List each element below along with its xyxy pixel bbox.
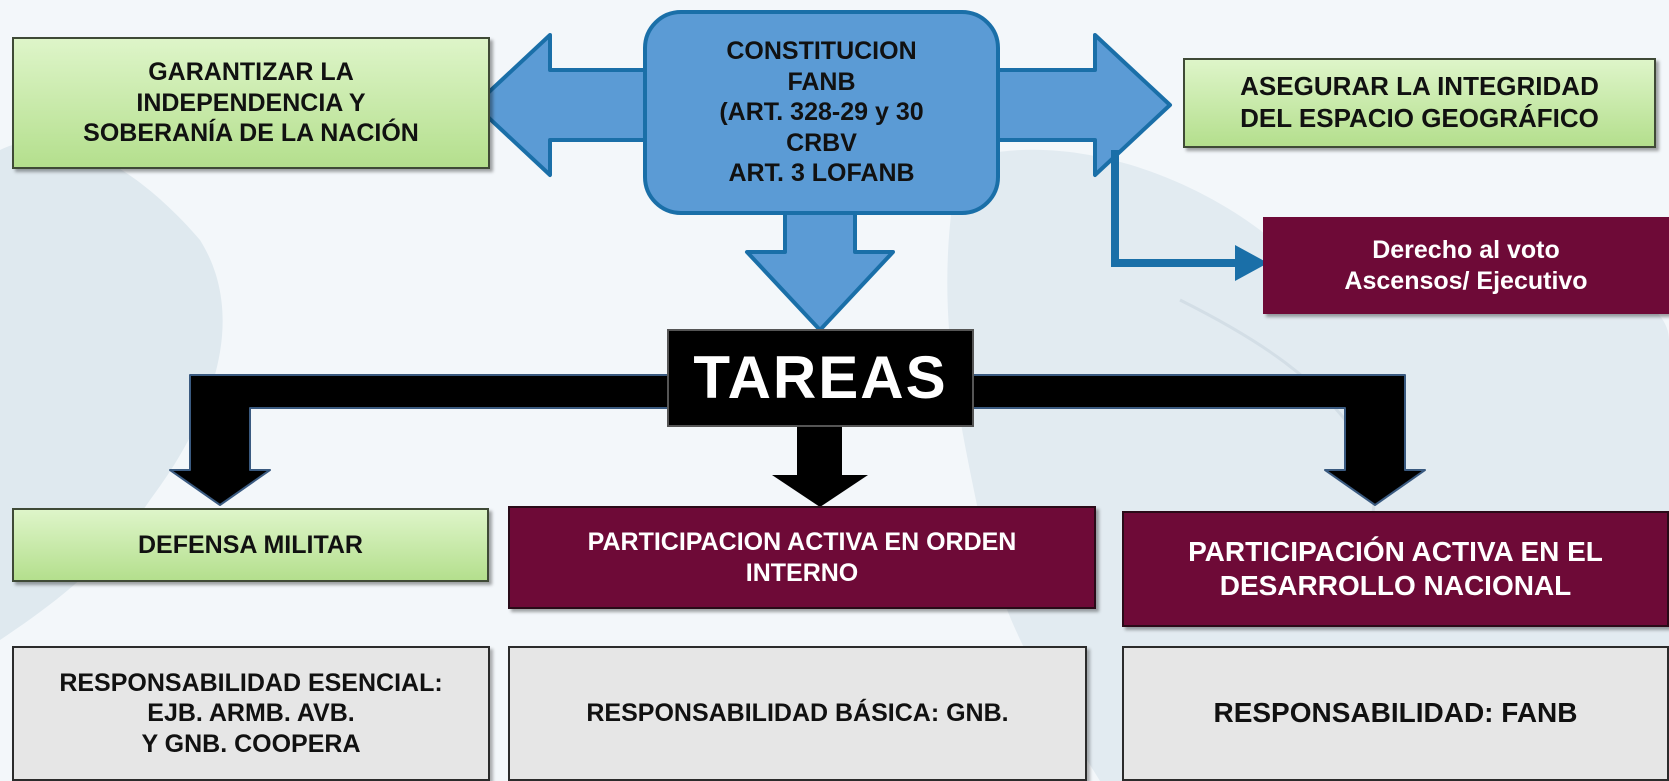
arrow-down-icon xyxy=(745,208,895,332)
arrow-left-icon xyxy=(473,33,647,177)
rights-box: Derecho al voto Ascensos/ Ejecutivo xyxy=(1263,217,1669,314)
bracket-left-arrow-icon xyxy=(169,374,671,506)
responsibility-desarrollo: RESPONSABILIDAD: FANB xyxy=(1122,646,1669,781)
bracket-center-arrow-icon xyxy=(772,425,868,507)
responsibility-defensa: RESPONSABILIDAD ESENCIAL: EJB. ARMB. AVB… xyxy=(12,646,490,781)
task-desarrollo-nacional: PARTICIPACIÓN ACTIVA EN EL DESARROLLO NA… xyxy=(1122,511,1669,627)
task-defensa-militar: DEFENSA MILITAR xyxy=(12,508,489,582)
guarantee-sovereignty-box: GARANTIZAR LA INDEPENDENCIA Y SOBERANÍA … xyxy=(12,37,490,169)
tareas-title: TAREAS xyxy=(667,329,974,427)
territorial-integrity-box: ASEGURAR LA INTEGRIDAD DEL ESPACIO GEOGR… xyxy=(1183,58,1656,148)
arrow-right-icon xyxy=(993,33,1172,177)
responsibility-orden-interno: RESPONSABILIDAD BÁSICA: GNB. xyxy=(508,646,1087,781)
constitution-box: CONSTITUCION FANB (ART. 328-29 y 30 CRBV… xyxy=(643,10,1000,215)
bracket-right-arrow-icon xyxy=(969,374,1426,506)
connector-line-rights xyxy=(1111,150,1245,267)
arrow-right-small-icon xyxy=(1235,245,1268,281)
task-orden-interno: PARTICIPACION ACTIVA EN ORDEN INTERNO xyxy=(508,506,1096,609)
